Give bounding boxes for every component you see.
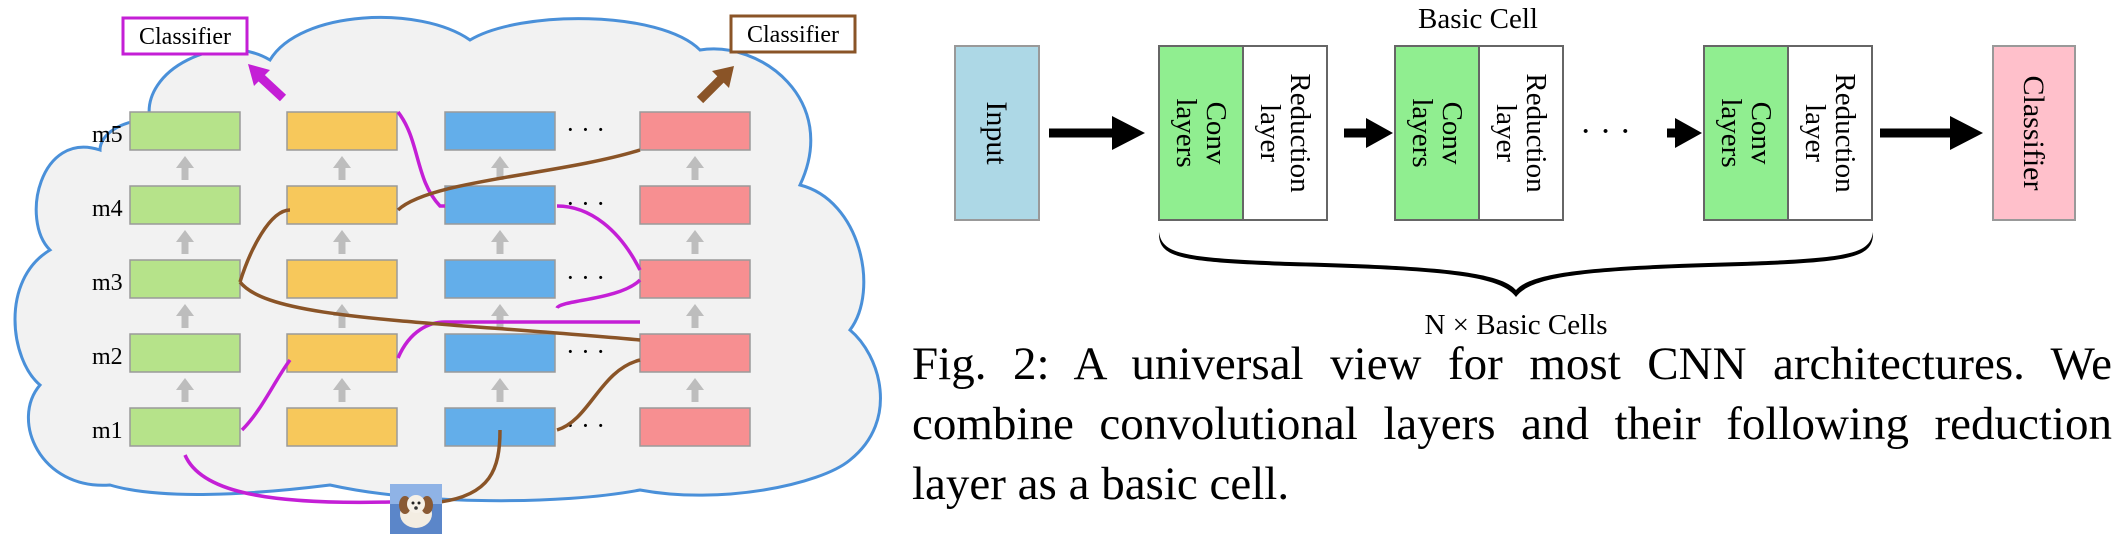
classifier-box-left	[121, 16, 249, 56]
up-arrow	[176, 230, 194, 254]
up-arrow	[176, 304, 194, 328]
block-col1-m5	[129, 111, 241, 151]
brace	[1158, 232, 1874, 297]
classifier-label-right: Classifier	[747, 22, 839, 48]
block-col4-m4	[639, 185, 751, 225]
block-col3-m4	[444, 185, 556, 225]
reduction-layer-label: Reductionlayer	[1254, 73, 1316, 193]
multi-exit-network-diagram: m5 m4 m3 m2 m1 · · · · · · · · · · · · ·…	[13, 14, 882, 534]
basic-cells: Convlayers Reductionlayer Convlayers Reduct…	[1158, 45, 1873, 221]
block-col4-m5	[639, 111, 751, 151]
reduction-layer-block	[1787, 45, 1873, 221]
block-col2-m5	[286, 111, 398, 151]
row-label-m1: m1	[92, 418, 123, 444]
row-ellipsis-m2: · · ·	[566, 337, 605, 366]
magenta-execution-path	[183, 110, 642, 505]
input-block	[954, 45, 1040, 221]
block-col1-m1	[129, 407, 241, 447]
basic-cell-architecture-diagram: Basic Cell Input · · · Convlayers Reducti…	[954, 3, 2076, 341]
row-ellipsis-m3: · · ·	[566, 263, 605, 292]
reduction-layer-block	[1242, 45, 1328, 221]
classifier-box-right	[729, 14, 857, 54]
conv-layers-label: Convlayers	[1715, 98, 1777, 167]
block-col1-m3	[129, 259, 241, 299]
conv-layers-label: Convlayers	[1170, 98, 1232, 167]
block-col4-m1	[639, 407, 751, 447]
flow-arrows	[1049, 116, 1983, 150]
caption-line-3: layer as a basic cell.	[912, 458, 1290, 510]
block-col3-m3	[444, 259, 556, 299]
basic-cell-2: Convlayers Reductionlayer	[1394, 45, 1564, 221]
brown-execution-path	[238, 148, 641, 504]
caption-line-2: combine convolutional layers and their f…	[912, 398, 2112, 450]
classifier-label-left: Classifier	[139, 24, 231, 50]
row-ellipsis-m5: · · ·	[566, 115, 605, 144]
conv-layers-block	[1394, 45, 1480, 221]
row-label-m5: m5	[92, 122, 123, 148]
up-arrow	[686, 304, 704, 328]
up-arrow	[176, 156, 194, 180]
up-arrow	[686, 378, 704, 402]
brown-exit-arrowhead	[712, 66, 734, 88]
classifier-block	[1992, 45, 2076, 221]
block-col1-m2	[129, 333, 241, 373]
up-arrow	[491, 378, 509, 402]
block-col1-m4	[129, 185, 241, 225]
block-col2-m3	[286, 259, 398, 299]
basic-cell-title: Basic Cell	[1418, 3, 1538, 35]
block-col4-m3	[639, 259, 751, 299]
block-col3-m5	[444, 111, 556, 151]
row-ellipsis-m1: · · ·	[566, 411, 605, 440]
brace-label: N × Basic Cells	[1424, 309, 1607, 341]
reduction-layer-label: Reductionlayer	[1799, 73, 1861, 193]
up-arrow	[686, 156, 704, 180]
up-arrow	[333, 378, 351, 402]
basic-cell-3: Convlayers Reductionlayer	[1703, 45, 1873, 221]
conv-layers-label: Convlayers	[1406, 98, 1468, 167]
reduction-layer-block	[1478, 45, 1564, 221]
figure-caption: Fig. 2: A universal view for most CNN ar…	[912, 334, 2112, 514]
input-label: Input	[980, 101, 1013, 165]
up-arrow	[176, 378, 194, 402]
block-col3-m2	[444, 333, 556, 373]
up-arrow	[491, 156, 509, 180]
up-arrows	[176, 156, 704, 402]
reduction-layer-label: Reductionlayer	[1490, 73, 1552, 193]
classifier-block-label: Classifier	[2017, 76, 2050, 191]
block-col2-m4	[286, 185, 398, 225]
block-col4-m2	[639, 333, 751, 373]
block-col2-m2	[286, 333, 398, 373]
network-blocks	[129, 111, 751, 447]
up-arrow	[686, 230, 704, 254]
dog-image-icon	[390, 484, 442, 534]
up-arrow	[333, 156, 351, 180]
up-arrow	[333, 230, 351, 254]
conv-layers-block	[1703, 45, 1789, 221]
row-label-m2: m2	[92, 344, 123, 370]
caption-line-1: Fig. 2: A universal view for most CNN ar…	[912, 338, 2112, 390]
row-label-m3: m3	[92, 270, 123, 296]
cell-ellipsis: · · ·	[1580, 113, 1631, 150]
up-arrow	[491, 230, 509, 254]
row-label-m4: m4	[92, 196, 123, 222]
block-col2-m1	[286, 407, 398, 447]
magenta-exit-arrowhead	[248, 64, 270, 86]
basic-cell-1: Convlayers Reductionlayer	[1158, 45, 1328, 221]
